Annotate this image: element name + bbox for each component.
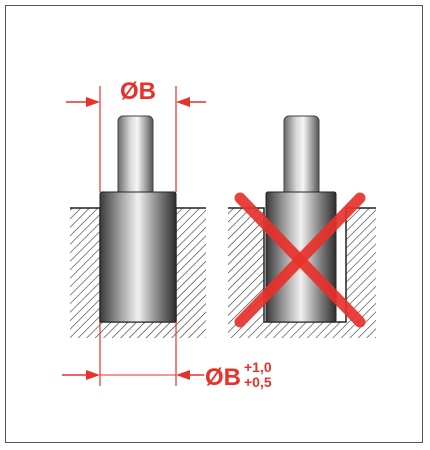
tolerance-upper: +1,0 [244, 359, 272, 375]
incorrect-cross-icon [234, 192, 366, 328]
bottom-dimension [62, 322, 204, 386]
bottom-dimension-label: ØB [205, 364, 241, 391]
top-dimension-label: ØB [120, 78, 156, 105]
left-pin-body [99, 191, 177, 323]
left-pin-shaft [117, 115, 154, 197]
correct-fit-assembly [70, 115, 206, 338]
right-pin-shaft [283, 115, 320, 197]
top-dimension [66, 86, 206, 192]
tolerance-lower: +0,5 [244, 374, 272, 390]
